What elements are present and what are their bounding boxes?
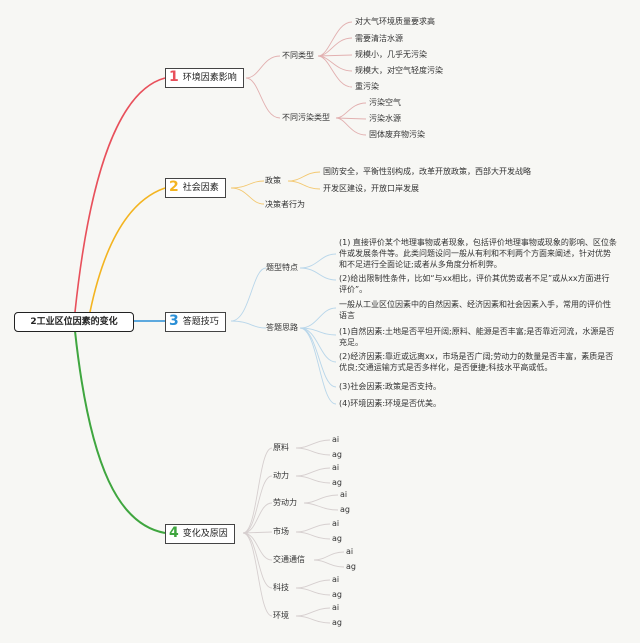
branch-1-type-item[interactable]: 重污染 bbox=[355, 82, 379, 91]
branch-3-label: 答题技巧 bbox=[182, 317, 219, 327]
branch-4-item-ag[interactable]: ag bbox=[346, 562, 356, 571]
branch-1-number: 1 bbox=[169, 69, 179, 85]
branch-4-item-ag[interactable]: ag bbox=[332, 618, 342, 627]
branch-4-label: 变化及原因 bbox=[182, 529, 228, 539]
branch-2-sub-policy[interactable]: 政策 bbox=[265, 176, 281, 185]
branch-4-item-ag[interactable]: ag bbox=[340, 505, 350, 514]
branch-4-item[interactable]: 劳动力 bbox=[273, 498, 297, 507]
branch-4-item-ai[interactable]: ai bbox=[332, 435, 340, 444]
branch-4-item[interactable]: 交通通信 bbox=[273, 555, 305, 564]
branch-4-item[interactable]: 科技 bbox=[273, 583, 289, 592]
branch-1-pollution-item[interactable]: 污染空气 bbox=[369, 98, 401, 107]
branch-3-sub-approach[interactable]: 答题思路 bbox=[266, 323, 298, 332]
branch-4-item-ag[interactable]: ag bbox=[332, 478, 342, 487]
branch-2-sub-decision[interactable]: 决策者行为 bbox=[265, 200, 305, 209]
branch-2-policy-item[interactable]: 国防安全，平衡性别构成，改革开放政策，西部大开发战略 bbox=[323, 167, 531, 176]
branch-4-item-ai[interactable]: ai bbox=[332, 519, 340, 528]
branch-4-item-ag[interactable]: ag bbox=[332, 534, 342, 543]
branch-4-item-ag[interactable]: ag bbox=[332, 590, 342, 599]
branch-1-type-item[interactable]: 规模大，对空气轻度污染 bbox=[355, 66, 443, 75]
branch-3-approach-item[interactable]: 一般从工业区位因素中的自然因素、经济因素和社会因素入手，常用的评价性语言 bbox=[339, 300, 611, 320]
branch-4-item[interactable]: 原料 bbox=[273, 443, 289, 452]
branch-4-item-ai[interactable]: ai bbox=[332, 575, 340, 584]
branch-3-feature-item[interactable]: (2)给出限制性条件，比如“与xx相比，评价其优势或者不足”或从xx方面进行评价… bbox=[339, 274, 610, 294]
branch-2-number: 2 bbox=[169, 179, 179, 195]
branch-4-item-ai[interactable]: ai bbox=[332, 463, 340, 472]
branch-3-approach-item[interactable]: (4)环境因素:环境是否优美。 bbox=[339, 399, 442, 408]
branch-4-item-ai[interactable]: ai bbox=[332, 603, 340, 612]
branch-4-item-ai[interactable]: ai bbox=[346, 547, 354, 556]
branch-2-policy-item[interactable]: 开发区建设，开放口岸发展 bbox=[323, 184, 419, 193]
branch-1-type-item[interactable]: 需要清洁水源 bbox=[355, 34, 403, 43]
branch-3-approach-item[interactable]: (2)经济因素:靠近或远离xx，市场是否广阔;劳动力的数量是否丰富，素质是否优良… bbox=[339, 352, 614, 372]
branch-1-label: 环境因素影响 bbox=[182, 73, 237, 83]
branch-1-pollution-item[interactable]: 污染水源 bbox=[369, 114, 401, 123]
branch-4-item-ag[interactable]: ag bbox=[332, 450, 342, 459]
branch-4-item[interactable]: 环境 bbox=[273, 611, 289, 620]
branch-1-type-item[interactable]: 对大气环境质量要求高 bbox=[355, 17, 435, 26]
branch-3-number: 3 bbox=[169, 313, 179, 329]
branch-4-item-ai[interactable]: ai bbox=[340, 490, 348, 499]
branch-1-type-item[interactable]: 规模小，几乎无污染 bbox=[355, 50, 427, 59]
root-node[interactable]: 2工业区位因素的变化 bbox=[14, 312, 134, 332]
branch-4-item[interactable]: 市场 bbox=[273, 527, 289, 536]
branch-1-sub-pollution[interactable]: 不同污染类型 bbox=[282, 113, 330, 122]
branch-3-approach-item[interactable]: (1)自然因素:土地是否平坦开阔;原料、能源是否丰富;是否靠近河流，水源是否充足… bbox=[339, 327, 615, 347]
branch-3-feature-item[interactable]: (1) 直接评价某个地理事物或者现象，包括评价地理事物或现象的影响、区位条件或发… bbox=[339, 238, 617, 269]
branch-1-sub-types[interactable]: 不同类型 bbox=[282, 51, 314, 60]
branch-1-pollution-item[interactable]: 固体废弃物污染 bbox=[369, 130, 425, 139]
branch-3-approach-item[interactable]: (3)社会因素:政策是否支持。 bbox=[339, 382, 442, 391]
branch-2-label: 社会因素 bbox=[182, 183, 219, 193]
branch-4-number: 4 bbox=[169, 525, 179, 541]
branch-4-item[interactable]: 动力 bbox=[273, 471, 289, 480]
branch-3-sub-features[interactable]: 题型特点 bbox=[266, 263, 298, 272]
